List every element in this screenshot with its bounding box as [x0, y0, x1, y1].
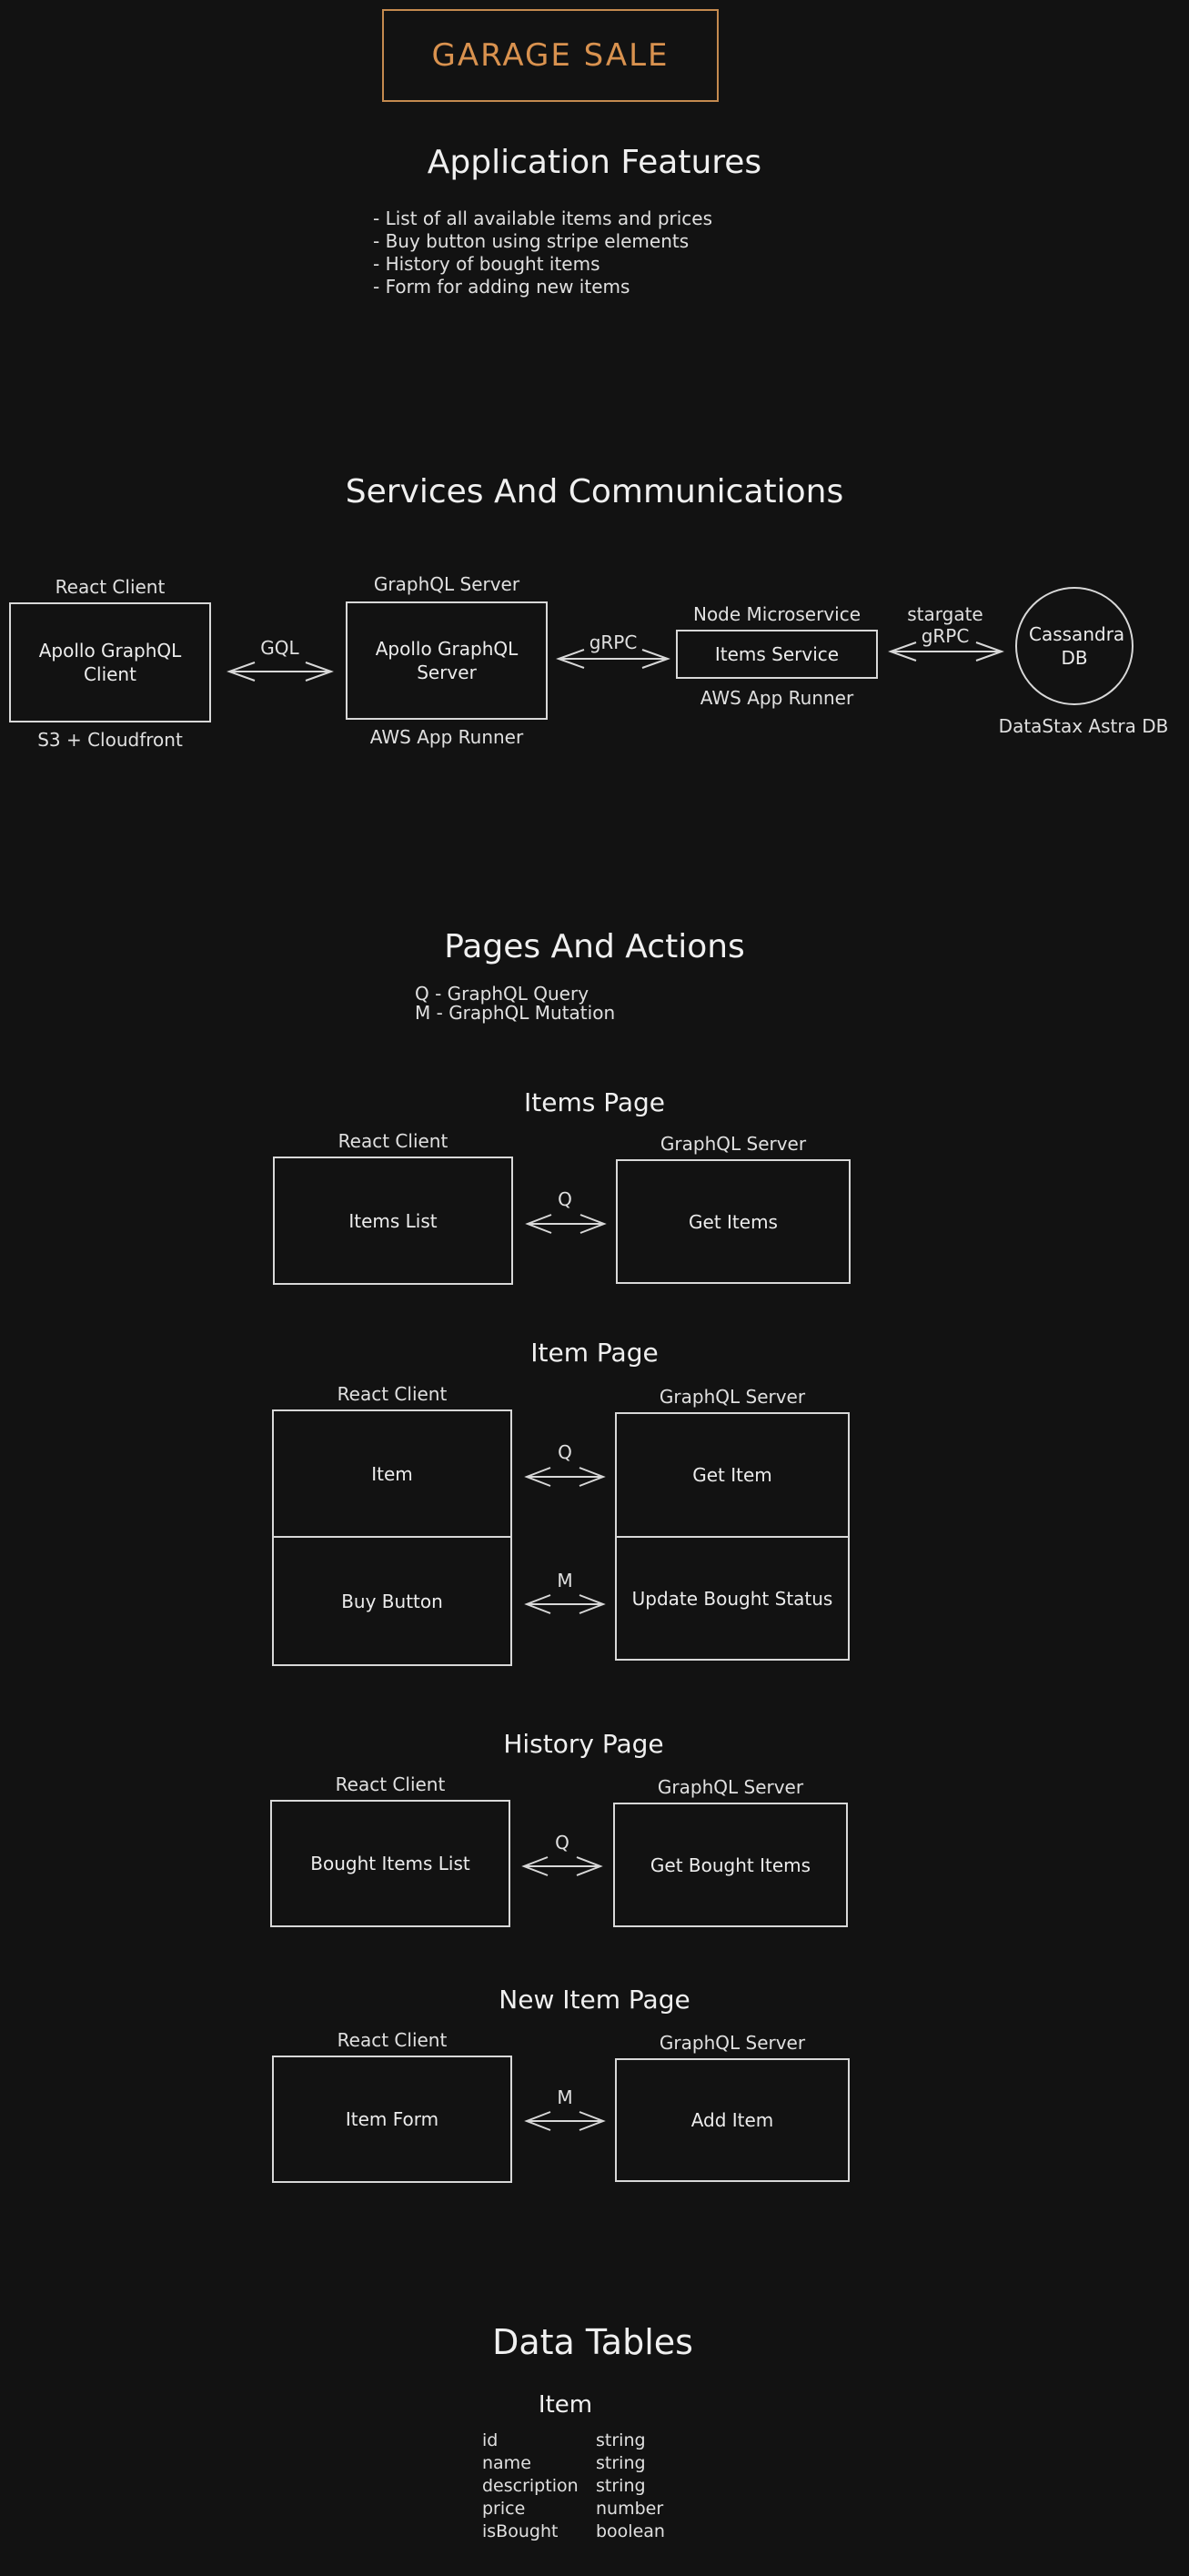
- stargate-grpc-label: gRPC: [921, 625, 970, 647]
- cassandra-db-circle: Cassandra DB: [1015, 587, 1134, 705]
- history-page-title: History Page: [503, 1729, 664, 1759]
- features-heading: Application Features: [427, 144, 762, 181]
- new-item-page-op: M: [557, 2086, 573, 2108]
- new-item-page-client-label: React Client: [337, 2029, 448, 2051]
- item-box: Item: [272, 1409, 512, 1538]
- pages-heading: Pages And Actions: [444, 928, 745, 965]
- get-items-box: Get Items: [616, 1159, 851, 1284]
- server-top-label: GraphQL Server: [373, 573, 520, 595]
- buy-button-box: Buy Button: [272, 1536, 512, 1666]
- table-type: string: [596, 2476, 646, 2496]
- apollo-client-box: Apollo GraphQL Client: [9, 602, 211, 722]
- cassandra-db-label: Cassandra DB: [1029, 623, 1125, 669]
- bought-items-list-box-label: Bought Items List: [310, 1853, 470, 1874]
- item-page-client-label: React Client: [337, 1383, 448, 1405]
- get-item-box: Get Item: [615, 1412, 850, 1538]
- new-item-page-title: New Item Page: [499, 1985, 690, 2015]
- items-page-op: Q: [558, 1188, 572, 1210]
- item-page-arrow-2: [524, 1594, 606, 1614]
- table-field: price: [482, 2499, 526, 2519]
- feature-item: - List of all available items and prices: [373, 207, 713, 229]
- item-page-op-1: Q: [558, 1441, 572, 1463]
- micro-top-label: Node Microservice: [692, 603, 862, 625]
- gql-arrow: [227, 662, 334, 682]
- get-items-box-label: Get Items: [689, 1210, 778, 1233]
- new-item-page-arrow: [524, 2111, 606, 2131]
- bought-items-list-box: Bought Items List: [270, 1800, 510, 1927]
- services-heading: Services And Communications: [345, 473, 844, 510]
- apollo-server-box: Apollo GraphQL Server: [346, 601, 548, 720]
- item-box-label: Item: [371, 1462, 413, 1485]
- micro-bottom-label: AWS App Runner: [700, 687, 854, 709]
- grpc-label: gRPC: [589, 631, 638, 653]
- items-page-title: Items Page: [523, 1087, 665, 1117]
- app-title: GARAGE SALE: [382, 9, 719, 102]
- feature-item: - Buy button using stripe elements: [373, 230, 690, 252]
- data-tables-heading: Data Tables: [492, 2322, 693, 2362]
- item-form-box: Item Form: [272, 2056, 512, 2183]
- history-page-client-label: React Client: [335, 1773, 446, 1795]
- update-bought-status-box-label: Update Bought Status: [631, 1587, 833, 1610]
- gql-label: GQL: [260, 637, 299, 659]
- get-bought-items-box-label: Get Bought Items: [650, 1854, 811, 1876]
- apollo-server-box-label: Apollo GraphQL Server: [375, 638, 519, 683]
- history-page-server-label: GraphQL Server: [657, 1776, 804, 1798]
- db-bottom-label: DataStax Astra DB: [998, 715, 1169, 737]
- stargate-arrow: [888, 641, 1004, 662]
- legend-query: Q - GraphQL Query: [415, 983, 589, 1005]
- add-item-box: Add Item: [615, 2058, 850, 2182]
- feature-item: - Form for adding new items: [373, 276, 630, 298]
- item-page-title: Item Page: [530, 1338, 659, 1368]
- items-service-box: Items Service: [676, 630, 878, 679]
- table-type: boolean: [596, 2521, 665, 2541]
- grpc-arrow: [556, 649, 670, 669]
- get-item-box-label: Get Item: [692, 1464, 772, 1486]
- table-type: number: [596, 2499, 664, 2519]
- stargate-label: stargate: [907, 603, 983, 625]
- buy-button-box-label: Buy Button: [341, 1590, 443, 1612]
- feature-item: - History of bought items: [373, 253, 600, 275]
- table-type: string: [596, 2430, 646, 2450]
- table-field: description: [482, 2476, 579, 2496]
- history-page-op: Q: [555, 1832, 569, 1854]
- history-page-arrow: [521, 1856, 603, 1876]
- table-field: name: [482, 2453, 531, 2473]
- item-page-op-2: M: [557, 1570, 573, 1591]
- items-list-box-label: Items List: [348, 1209, 438, 1232]
- item-table-title: Item: [538, 2391, 593, 2419]
- item-page-arrow-1: [524, 1467, 606, 1487]
- item-form-box-label: Item Form: [345, 2108, 439, 2130]
- client-top-label: React Client: [55, 576, 166, 598]
- table-field: isBought: [482, 2521, 559, 2541]
- add-item-box-label: Add Item: [690, 2109, 774, 2131]
- items-page-server-label: GraphQL Server: [660, 1133, 807, 1155]
- items-list-box: Items List: [273, 1157, 513, 1285]
- items-page-client-label: React Client: [338, 1130, 448, 1152]
- items-page-arrow: [525, 1214, 607, 1234]
- server-bottom-label: AWS App Runner: [369, 726, 524, 748]
- new-item-page-server-label: GraphQL Server: [659, 2032, 806, 2054]
- table-field: id: [482, 2430, 499, 2450]
- items-service-box-label: Items Service: [714, 643, 840, 665]
- item-page-server-label: GraphQL Server: [659, 1386, 806, 1408]
- legend-mutation: M - GraphQL Mutation: [415, 1002, 616, 1024]
- apollo-client-box-label: Apollo GraphQL Client: [38, 640, 182, 685]
- get-bought-items-box: Get Bought Items: [613, 1803, 848, 1927]
- update-bought-status-box: Update Bought Status: [615, 1536, 850, 1661]
- client-bottom-label: S3 + Cloudfront: [37, 729, 183, 751]
- table-type: string: [596, 2453, 646, 2473]
